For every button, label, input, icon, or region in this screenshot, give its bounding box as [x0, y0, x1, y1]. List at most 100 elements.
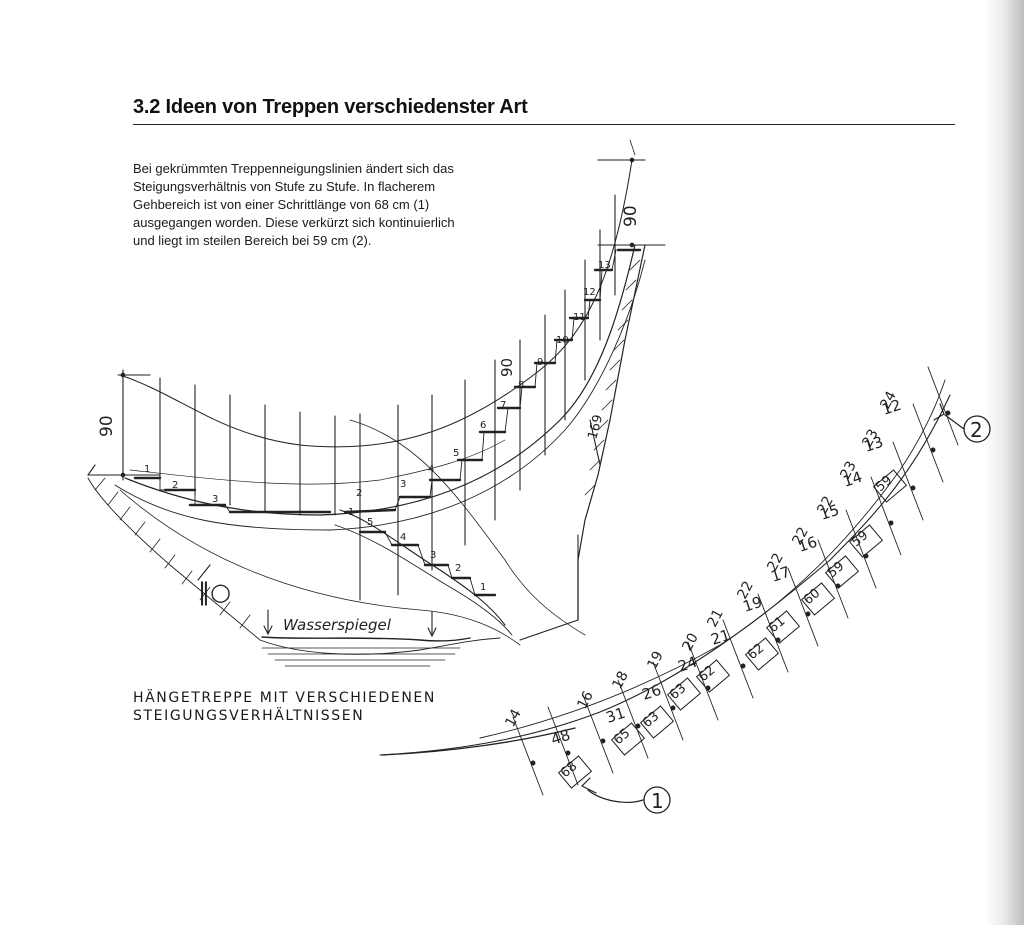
upper-flight-step-number: 12 [583, 287, 596, 298]
caption-line: Gehbereich ist von einer Schrittlänge vo… [133, 197, 430, 212]
riser-height-label: 22 [789, 525, 811, 548]
upper-flight-step-number: 11 [573, 312, 586, 323]
step-length-box [824, 555, 860, 589]
tread-depth-label: 17 [769, 563, 793, 586]
caption-line: ausgegangen worden. Diese verkürzt sich … [133, 215, 455, 230]
plan-step-line [927, 366, 959, 446]
page-edge-shadow [984, 0, 1024, 925]
lower-flight-step-number: 1 [480, 582, 486, 593]
riser-height-label: 23 [859, 427, 881, 450]
water-level-label: Wasserspiegel [283, 616, 392, 634]
tread-depth-label: 31 [604, 704, 628, 727]
step-length-label: 62 [696, 663, 718, 685]
marker-1-number: 1 [651, 789, 664, 813]
plan-node-dot [565, 750, 571, 756]
tread-depth-label: 14 [841, 468, 865, 491]
step-length-box [666, 677, 702, 711]
step-length-box [872, 469, 908, 503]
riser-height-label: 24 [877, 389, 900, 412]
upper-flight-step-number: 1 [348, 507, 354, 518]
step-length-label: 62 [745, 641, 767, 663]
upper-flight-step-number: 3 [400, 479, 406, 490]
step-length-box [695, 659, 731, 693]
step-length-label: 59 [849, 528, 871, 550]
plan-step-line [512, 716, 544, 796]
plan-node-dot [910, 485, 916, 491]
upper-flight-step-number: 9 [537, 357, 543, 368]
plan-step-line [787, 567, 819, 647]
plan-step-line [892, 441, 924, 521]
plan-node-dot [945, 410, 951, 416]
step-length-box [557, 755, 593, 789]
left-flight-step-number: 1 [144, 464, 150, 475]
step-length-label: 68 [558, 759, 580, 781]
plan-step-line [912, 403, 944, 483]
marker-1: 1 [580, 777, 671, 814]
section-title: 3.2 Ideen von Treppen verschiedenster Ar… [133, 96, 528, 118]
upper-flight-step-number: 7 [500, 400, 506, 411]
step-length-label: 63 [640, 709, 662, 731]
tread-depth-label: 26 [640, 681, 664, 704]
plan-step-line [582, 694, 614, 774]
plan-step-line [687, 641, 719, 721]
riser-height-label: 19 [644, 649, 666, 672]
step-length-label: 63 [667, 681, 689, 703]
lower-flight-step-number: 3 [430, 550, 436, 561]
figure-caption: Bei gekrümmten Treppenneigungslinien änd… [133, 160, 508, 250]
plan-labels: 1416181920212222222223232448312624211917… [502, 389, 908, 789]
left-flight-step-number: 3 [212, 494, 218, 505]
caption-line: Bei gekrümmten Treppenneigungslinien änd… [133, 161, 454, 176]
sketch-title-line-1: HÄNGETREPPE MIT VERSCHIEDENEN [133, 690, 436, 706]
plan-node-dot [670, 705, 676, 711]
riser-height-label: 23 [837, 459, 859, 482]
marker-2: 2 [933, 403, 991, 443]
step-length-box [848, 524, 884, 558]
plan-step-line [652, 661, 684, 741]
step-length-box [639, 705, 675, 739]
plan-node-dot [740, 663, 746, 669]
plan-step-line [845, 509, 877, 589]
plan-node-dot [600, 738, 606, 744]
riser-height-label: 18 [609, 669, 631, 692]
sketch-title-line-2: STEIGUNGSVERHÄLTNISSEN [133, 708, 365, 724]
left-flight-step-number: 2 [172, 480, 178, 491]
upper-flight-step-number: 13 [598, 260, 611, 271]
dimension-90-mid: 90 [498, 358, 516, 377]
riser-height-label: 16 [574, 689, 597, 712]
marker-2-number: 2 [970, 418, 983, 442]
upper-flight-step-number: 2 [356, 488, 362, 499]
riser-height-label: 21 [704, 607, 726, 630]
step-length-box [610, 722, 646, 756]
bracket-symbol: ‖○ [198, 578, 231, 606]
tread-depth-label: 16 [796, 533, 820, 556]
elevation-labels: 90 90 90 169 Wasserspiegel ‖○ [97, 205, 641, 634]
riser-height-label: 22 [764, 551, 786, 574]
plan-step-line [722, 619, 754, 699]
plan-step-line [617, 679, 649, 759]
tread-depth-label: 15 [818, 501, 842, 524]
plan-node-dot [805, 611, 811, 617]
dimension-90-top: 90 [621, 205, 641, 227]
step-length-box [744, 637, 780, 671]
riser-height-label: 22 [814, 494, 836, 517]
plan-node-dot [530, 760, 536, 766]
plan-node-dot [930, 447, 936, 453]
caption-line: und liegt im steilen Bereich bei 59 cm (… [133, 233, 372, 248]
step-length-label: 60 [801, 586, 823, 608]
lower-flight-step-number: 2 [455, 563, 461, 574]
plan-node-dot [888, 520, 894, 526]
riser-height-label: 14 [502, 707, 525, 730]
upper-flight-step-number: 10 [556, 335, 569, 346]
step-length-box [800, 582, 836, 616]
step-length-label: 59 [825, 559, 847, 581]
dimension-169: 169 [585, 413, 606, 441]
tread-depth-label: 21 [709, 626, 733, 649]
lower-flight-step-number: 5 [367, 517, 373, 528]
dimension-90-left: 90 [97, 415, 117, 437]
lower-flight-step-number: 4 [400, 532, 406, 543]
caption-line: Steigungsverhältnis von Stufe zu Stufe. … [133, 179, 436, 194]
plan-step-line [547, 706, 579, 786]
tread-depth-label: 13 [862, 433, 886, 456]
